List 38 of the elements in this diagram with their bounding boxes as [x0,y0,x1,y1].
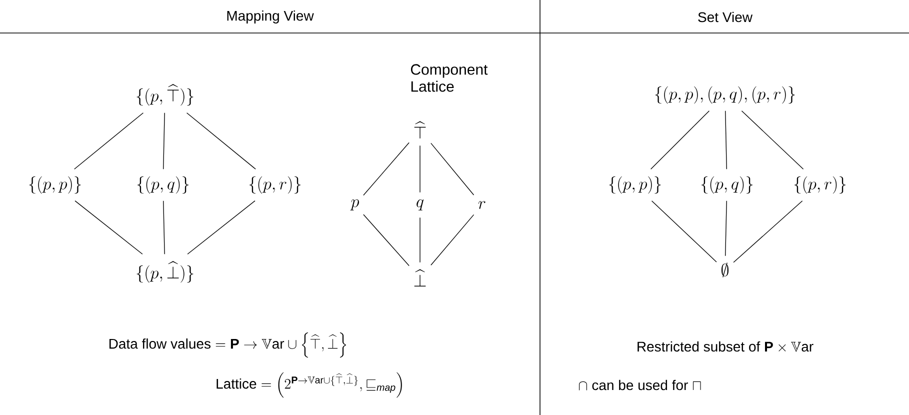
lattice-element: $\{(p,q)\}$ [701,176,753,194]
hasse-line [733,200,803,263]
lattice-element: $\{(p,p)\}$ [29,176,81,194]
lattice-element: $q$ [416,199,424,210]
formula: $\text{Data flow values} = \mathbf{P} \to \mathbb{V}\mathrm{ar} \cup \left\{\widehat{\top}, \widehat{\bot}\right\}$ [109,332,346,358]
column-heading: Mapping View [227,10,314,24]
lattice-element: $\{(p,\widehat{\bot})\}$ [136,261,194,283]
hasse-line [725,200,727,256]
lattice-element: $\{(p,q)\}$ [137,176,189,194]
hasse-line [163,112,165,170]
lattice-caption: Component Lattice [410,64,488,92]
formula: $\cap \text{ can be used for } \sqcap$ [579,380,701,390]
hasse-line [650,110,710,170]
lattice-element: $\{(p,r)\}$ [249,176,301,194]
hasse-line [725,110,727,170]
lattice-element: $r$ [478,201,486,209]
formula: $\text{Restricted subset of } \mathbf{P} \times \mathbb{V}\mathrm{ar}$ [638,341,814,352]
lattice-element: $p$ [350,199,360,210]
formula: $\text{Lattice} = \left(2^{\mathbf{P} \to \mathbb{V}\mathrm{ar} \cup \{\widehat{\top},\widehat{\bot}\}}, \sqsubseteq_{\mathit{map}}\right)$ [216,372,402,398]
lattice-element: $\{(p,\widehat{\top})\}$ [136,84,194,106]
lattice-element: $\{(p,p)\}$ [609,176,661,194]
hasse-line [74,112,144,170]
lattice-element: $\{(p,p),(p,q),(p,r)\}$ [655,86,795,104]
hasse-line [430,142,474,196]
hasse-line [651,200,717,262]
hasse-line [74,200,143,254]
hasse-line [741,110,804,170]
hasse-line [163,200,165,254]
lattice-element: $\emptyset$ [722,262,728,278]
lattice-element: $\{(p,r)\}$ [794,176,846,194]
hasse-line [363,214,410,266]
column-heading: Set View [698,12,753,22]
lattice-element: $\widehat{\bot}$ [414,269,426,286]
hasse-line [187,200,256,254]
hasse-line [430,214,474,266]
hasse-line [363,142,410,196]
lattice-element: $\widehat{\top}$ [414,121,426,138]
hasse-line [186,112,256,170]
